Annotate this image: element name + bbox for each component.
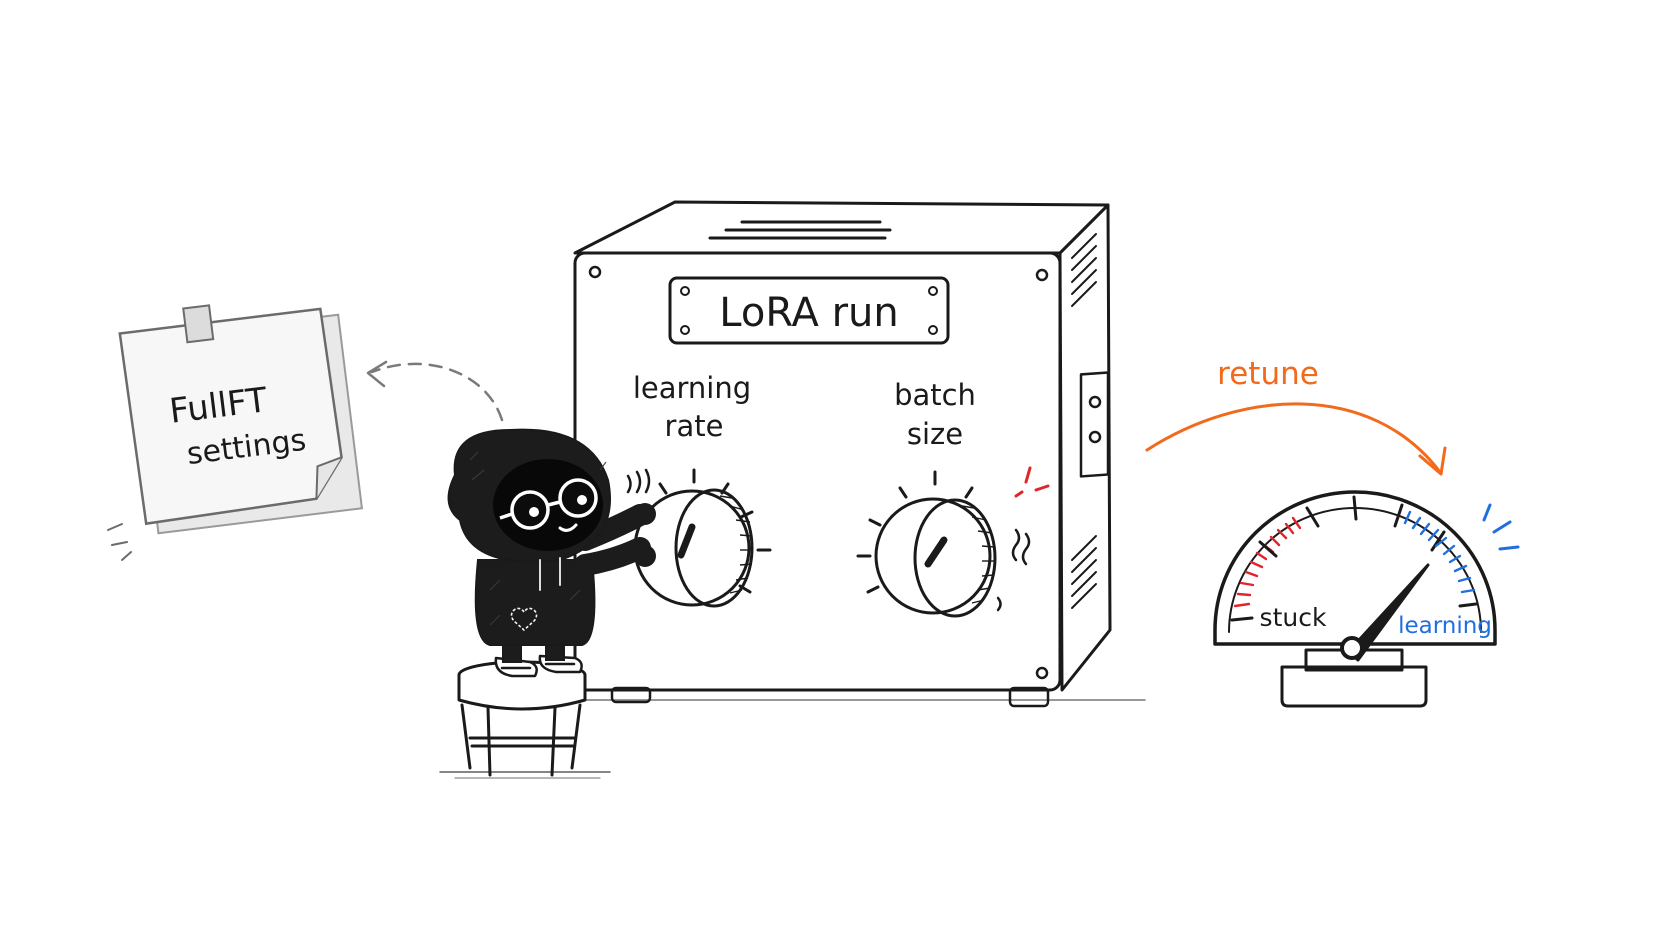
side-switch-hole-icon	[1088, 430, 1102, 444]
side-switch-panel	[1079, 371, 1110, 478]
machine-foot	[1008, 686, 1050, 708]
gauge-pivot-icon	[1340, 636, 1364, 660]
knob-pointer-icon	[924, 536, 948, 568]
machine-foot	[610, 686, 652, 704]
retune-label: retune	[1217, 356, 1319, 392]
screw-icon	[1035, 268, 1049, 282]
nameplate	[668, 276, 950, 345]
screw-icon	[680, 325, 690, 335]
sticky-note: FullFT settings	[118, 304, 364, 535]
arrowhead-icon	[366, 360, 388, 388]
batch-size-knob[interactable]	[856, 470, 997, 618]
knob-pointer-icon	[677, 523, 696, 559]
lora-machine: LoRA run learning rate batch size	[567, 200, 1146, 708]
stool	[439, 660, 611, 779]
screw-icon	[680, 286, 690, 296]
side-vent-icon	[1071, 233, 1097, 609]
tape-icon	[182, 304, 215, 344]
gauge-label-stuck: stuck	[1260, 603, 1327, 632]
nameplate-title: LoRA run	[719, 290, 898, 336]
retune-arrow: retune	[1145, 356, 1447, 476]
sparkle-marks-icon	[1482, 503, 1520, 551]
knob2-label-line1: batch	[894, 378, 976, 412]
wiggle-marks-icon	[626, 468, 651, 494]
side-switch-hole-icon	[1088, 395, 1102, 409]
learning-rate-knob[interactable]	[633, 468, 772, 608]
gauge-label-learning: learning	[1398, 613, 1492, 639]
heart-icon	[510, 607, 538, 632]
note-motion-marks	[107, 523, 132, 561]
arrowhead-icon	[1418, 446, 1447, 476]
knob1-label-line2: rate	[665, 409, 724, 443]
alert-marks-icon	[1014, 466, 1050, 498]
gauge-blue-zone	[1403, 510, 1476, 594]
screw-icon	[928, 325, 938, 335]
knob1-label-line1: learning	[633, 371, 751, 405]
knob2-label-line2: size	[907, 417, 963, 451]
screw-icon	[588, 265, 602, 279]
vibration-marks-icon	[996, 528, 1031, 612]
hooded-character	[447, 428, 656, 678]
gauge-red-zone	[1233, 516, 1302, 608]
learning-gauge: stuck learning	[1213, 490, 1497, 708]
screw-icon	[1035, 666, 1049, 680]
screw-icon	[928, 286, 938, 296]
top-vent-icon	[708, 220, 892, 240]
dashed-arrow-to-note	[366, 360, 504, 422]
